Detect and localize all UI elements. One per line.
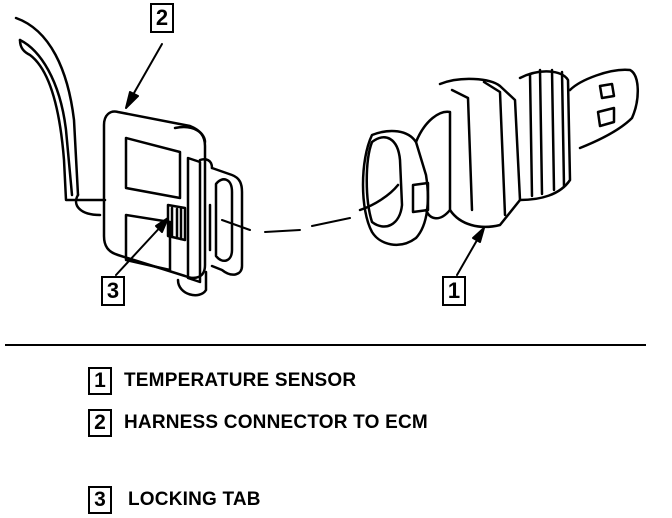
callout-locking-tab: 3 xyxy=(101,276,125,306)
legend-item-temperature-sensor: 1 TEMPERATURE SENSOR xyxy=(88,367,356,395)
alignment-dashed-line xyxy=(221,217,351,233)
legend-number: 2 xyxy=(88,409,112,437)
legend-label: LOCKING TAB xyxy=(128,489,261,510)
legend-item-harness-connector: 2 HARNESS CONNECTOR TO ECM xyxy=(88,409,428,437)
legend-item-locking-tab: 3 LOCKING TAB xyxy=(88,486,261,514)
callout-temperature-sensor: 1 xyxy=(442,276,466,306)
harness-connector xyxy=(102,110,244,297)
callout-harness-connector: 2 xyxy=(150,3,174,33)
legend-number: 1 xyxy=(88,367,112,395)
leader-lines xyxy=(115,43,485,276)
divider xyxy=(5,344,646,346)
legend-number: 3 xyxy=(88,486,112,514)
harness-wires xyxy=(14,16,107,217)
temperature-sensor xyxy=(358,68,639,247)
legend-label: TEMPERATURE SENSOR xyxy=(124,370,357,391)
connector-sensor-illustration xyxy=(14,16,639,297)
legend-label: HARNESS CONNECTOR TO ECM xyxy=(124,412,428,433)
